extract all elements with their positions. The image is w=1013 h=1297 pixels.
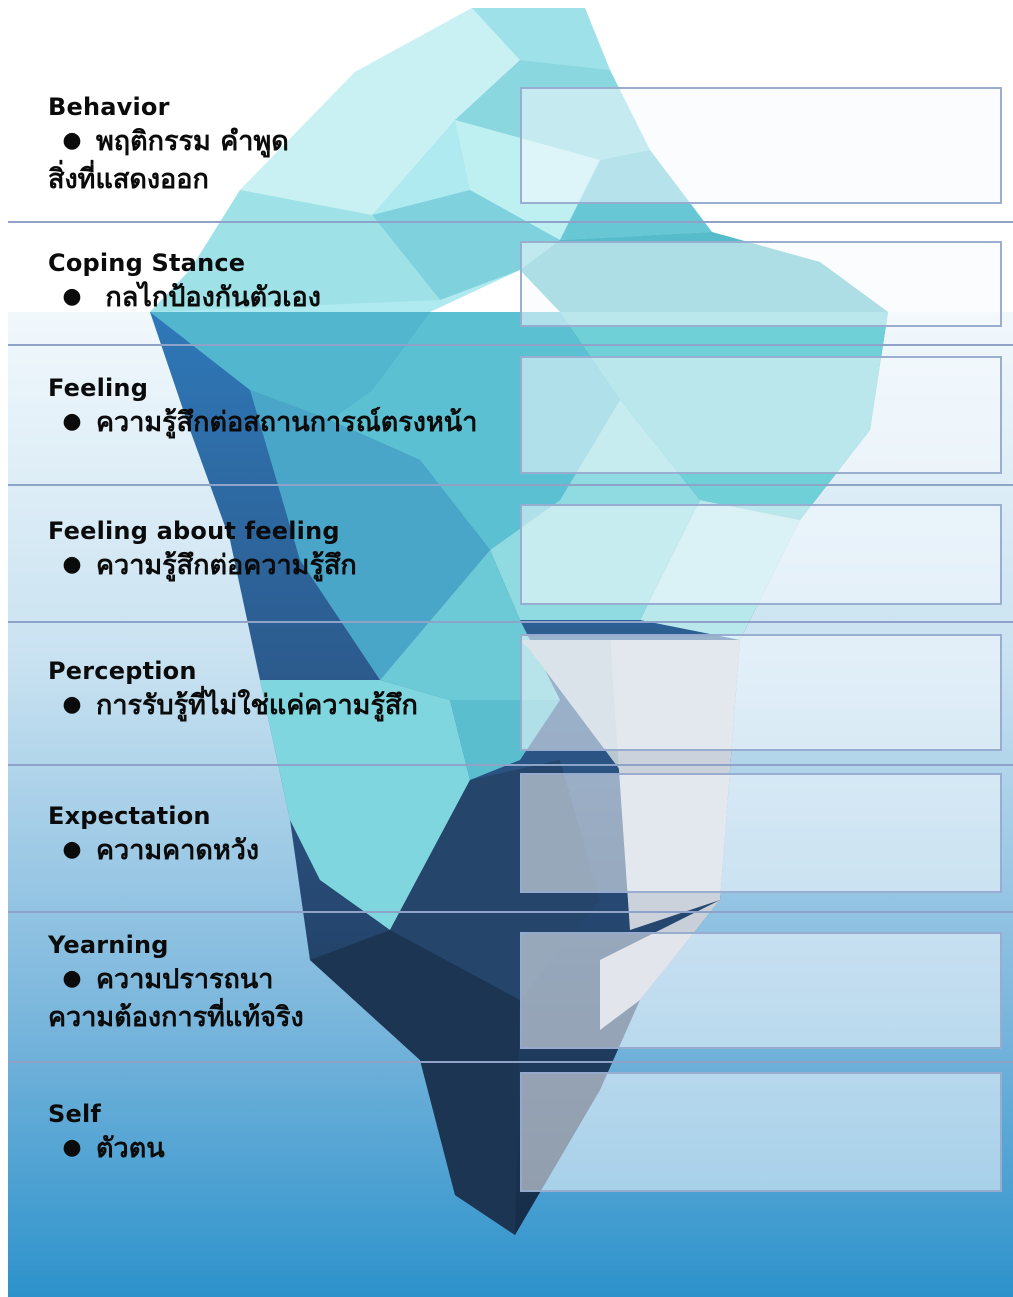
bullet-icon: ●: [62, 837, 82, 862]
level-bullet-text: ความรู้สึกต่อความรู้สึก: [96, 550, 357, 581]
answer-box-coping-stance[interactable]: [520, 241, 1002, 327]
level-bullet-text: ตัวตน: [96, 1133, 165, 1164]
level-title: Expectation: [48, 802, 211, 830]
level-bullet: ● พฤติกรรม คำพูด: [48, 122, 518, 161]
level-bullet-text: ความคาดหวัง: [96, 835, 260, 866]
bullet-icon: ●: [62, 1135, 82, 1160]
level-bullet-text: ความปรารถนา: [96, 964, 274, 995]
level-behavior: Behavior ● พฤติกรรม คำพูด สิ่งที่แสดงออก: [48, 92, 518, 199]
level-title: Coping Stance: [48, 249, 246, 277]
answer-box-yearning[interactable]: [520, 932, 1002, 1049]
level-self: Self ● ตัวตน: [48, 1099, 518, 1168]
level-feeling-about-feeling: Feeling about feeling ● ความรู้สึกต่อความ…: [48, 516, 518, 585]
level-title: Feeling: [48, 374, 149, 402]
answer-box-expectation[interactable]: [520, 773, 1002, 893]
level-expectation: Expectation ● ความคาดหวัง: [48, 801, 518, 870]
level-title: Feeling about feeling: [48, 517, 340, 545]
level-bullet: ● ตัวตน: [48, 1129, 518, 1168]
level-title: Self: [48, 1100, 102, 1128]
level-bullet-text: พฤติกรรม คำพูด: [96, 126, 289, 157]
level-title: Yearning: [48, 931, 169, 959]
level-extra-text: ความต้องการที่แท้จริง: [48, 1002, 304, 1033]
answer-box-behavior[interactable]: [520, 87, 1002, 204]
answer-box-perception[interactable]: [520, 634, 1002, 751]
bullet-icon: ●: [62, 552, 82, 577]
level-bullet: ● ความคาดหวัง: [48, 831, 518, 870]
level-bullet: ● กลไกป้องกันตัวเอง: [48, 278, 518, 317]
level-coping-stance: Coping Stance ● กลไกป้องกันตัวเอง: [48, 248, 518, 317]
level-dividers: [8, 221, 1013, 1063]
level-bullet-text: การรับรู้ที่ไม่ใช่แค่ความรู้สึก: [96, 690, 418, 721]
level-bullet-text: ความรู้สึกต่อสถานการณ์ตรงหน้า: [96, 407, 478, 438]
level-bullet: ● ความรู้สึกต่อสถานการณ์ตรงหน้า: [48, 403, 518, 442]
level-title: Perception: [48, 657, 197, 685]
answer-box-self[interactable]: [520, 1072, 1002, 1192]
answer-box-feeling[interactable]: [520, 356, 1002, 474]
bullet-icon: ●: [62, 284, 82, 309]
level-bullet: ● ความรู้สึกต่อความรู้สึก: [48, 546, 518, 585]
level-title: Behavior: [48, 93, 170, 121]
level-feeling: Feeling ● ความรู้สึกต่อสถานการณ์ตรงหน้า: [48, 373, 518, 442]
level-bullet: ● ความปรารถนา: [48, 960, 518, 999]
level-yearning: Yearning ● ความปรารถนา ความต้องการที่แท้จ…: [48, 930, 518, 1037]
level-bullet: ● การรับรู้ที่ไม่ใช่แค่ความรู้สึก: [48, 686, 518, 725]
answer-box-feeling-about-feeling[interactable]: [520, 504, 1002, 605]
bullet-icon: ●: [62, 409, 82, 434]
level-bullet-text: กลไกป้องกันตัวเอง: [96, 282, 321, 313]
bullet-icon: ●: [62, 128, 82, 153]
level-extra-text: สิ่งที่แสดงออก: [48, 164, 209, 195]
bullet-icon: ●: [62, 692, 82, 717]
bullet-icon: ●: [62, 966, 82, 991]
level-perception: Perception ● การรับรู้ที่ไม่ใช่แค่ความรู้…: [48, 656, 518, 725]
